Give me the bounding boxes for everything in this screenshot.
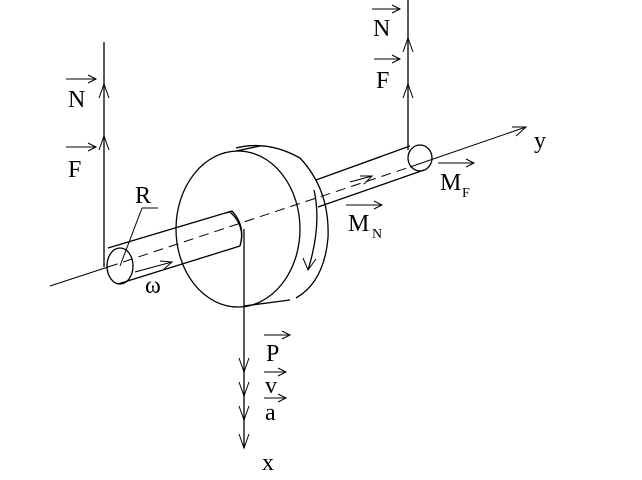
right-shaft xyxy=(315,144,433,208)
x-axis-label: x xyxy=(262,450,274,476)
left-shaft: R ω xyxy=(106,183,243,299)
velocity-label: v xyxy=(265,373,277,399)
radius-label: R xyxy=(135,183,151,209)
moment-labels: M F M N xyxy=(346,158,476,242)
left-friction-label: F xyxy=(68,157,81,183)
weight-label: P xyxy=(266,341,279,367)
moment-n-subscript: N xyxy=(372,227,382,242)
y-axis-label: y xyxy=(534,128,546,154)
right-normal-label: N xyxy=(373,16,390,42)
moment-f-label: M xyxy=(440,170,461,196)
right-support-forces: N F xyxy=(372,0,414,150)
moment-n-label: M xyxy=(348,211,369,237)
omega-label: ω xyxy=(145,273,161,299)
y-axis: y xyxy=(49,126,546,287)
left-support-forces: N F xyxy=(66,42,110,267)
moment-f-subscript: F xyxy=(462,186,470,201)
x-axis-vectors: P v a x xyxy=(238,229,292,476)
acceleration-label: a xyxy=(265,400,276,426)
right-friction-label: F xyxy=(376,68,389,94)
left-normal-label: N xyxy=(68,87,85,113)
disk xyxy=(175,144,329,308)
